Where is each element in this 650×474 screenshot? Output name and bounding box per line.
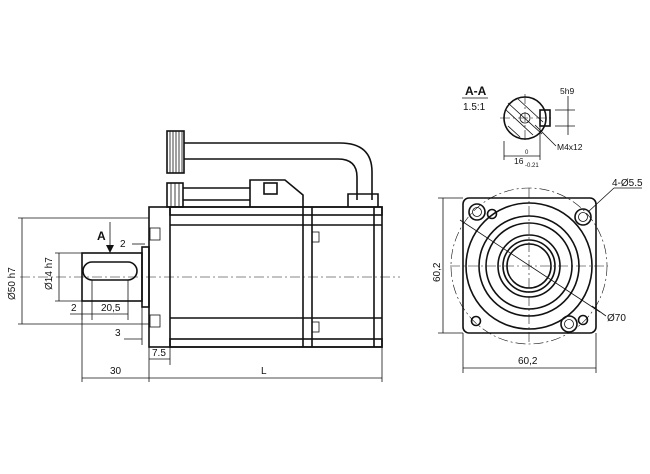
mount-hole (468, 203, 486, 221)
height-label: 60,2 (432, 262, 443, 282)
body-length-label: L (261, 366, 267, 377)
key-offset-left-label: 2 (71, 303, 77, 314)
mount-hole (577, 314, 589, 326)
key-length-label: 20,5 (101, 303, 121, 314)
encoder-knob (166, 130, 185, 174)
encoder-cable (184, 142, 373, 200)
flange-square (462, 197, 597, 334)
pilot-diameter-label: Ø50 h7 (7, 267, 18, 300)
side-view: Ø50 h7 Ø14 h7 A 2 2 20,5 3 7.5 30 (7, 130, 400, 382)
tolerance-upper: 0 (525, 150, 529, 156)
mount-hole (574, 208, 592, 226)
shaft-length-label: 30 (110, 366, 122, 377)
section-width-label: 16 (514, 156, 524, 166)
mount-hole (470, 315, 482, 327)
key-offset-top-label: 2 (120, 239, 126, 250)
bolt-circle-label: Ø70 (607, 313, 626, 324)
flange-gap-label: 3 (115, 328, 121, 339)
section-scale: 1.5:1 (463, 102, 486, 113)
section-title: A-A (465, 84, 487, 98)
thread-label: M4x12 (557, 142, 583, 152)
mount-hole (486, 208, 498, 220)
front-view: 4-Ø5.5 Ø70 60,2 60,2 (432, 178, 643, 373)
tolerance-lower: -0.21 (525, 163, 539, 169)
mount-hole (560, 315, 578, 333)
shaft-diameter-label: Ø14 h7 (44, 257, 55, 290)
section-a-a: A-A 1.5:1 5h9 M4x12 16 0 -0.21 (462, 84, 583, 169)
flange-thickness-label: 7.5 (152, 348, 166, 359)
section-mark: A (97, 229, 106, 243)
keyway-width-label: 5h9 (560, 86, 574, 96)
holes-label: 4-Ø5.5 (612, 178, 643, 189)
width-label: 60,2 (518, 356, 538, 367)
